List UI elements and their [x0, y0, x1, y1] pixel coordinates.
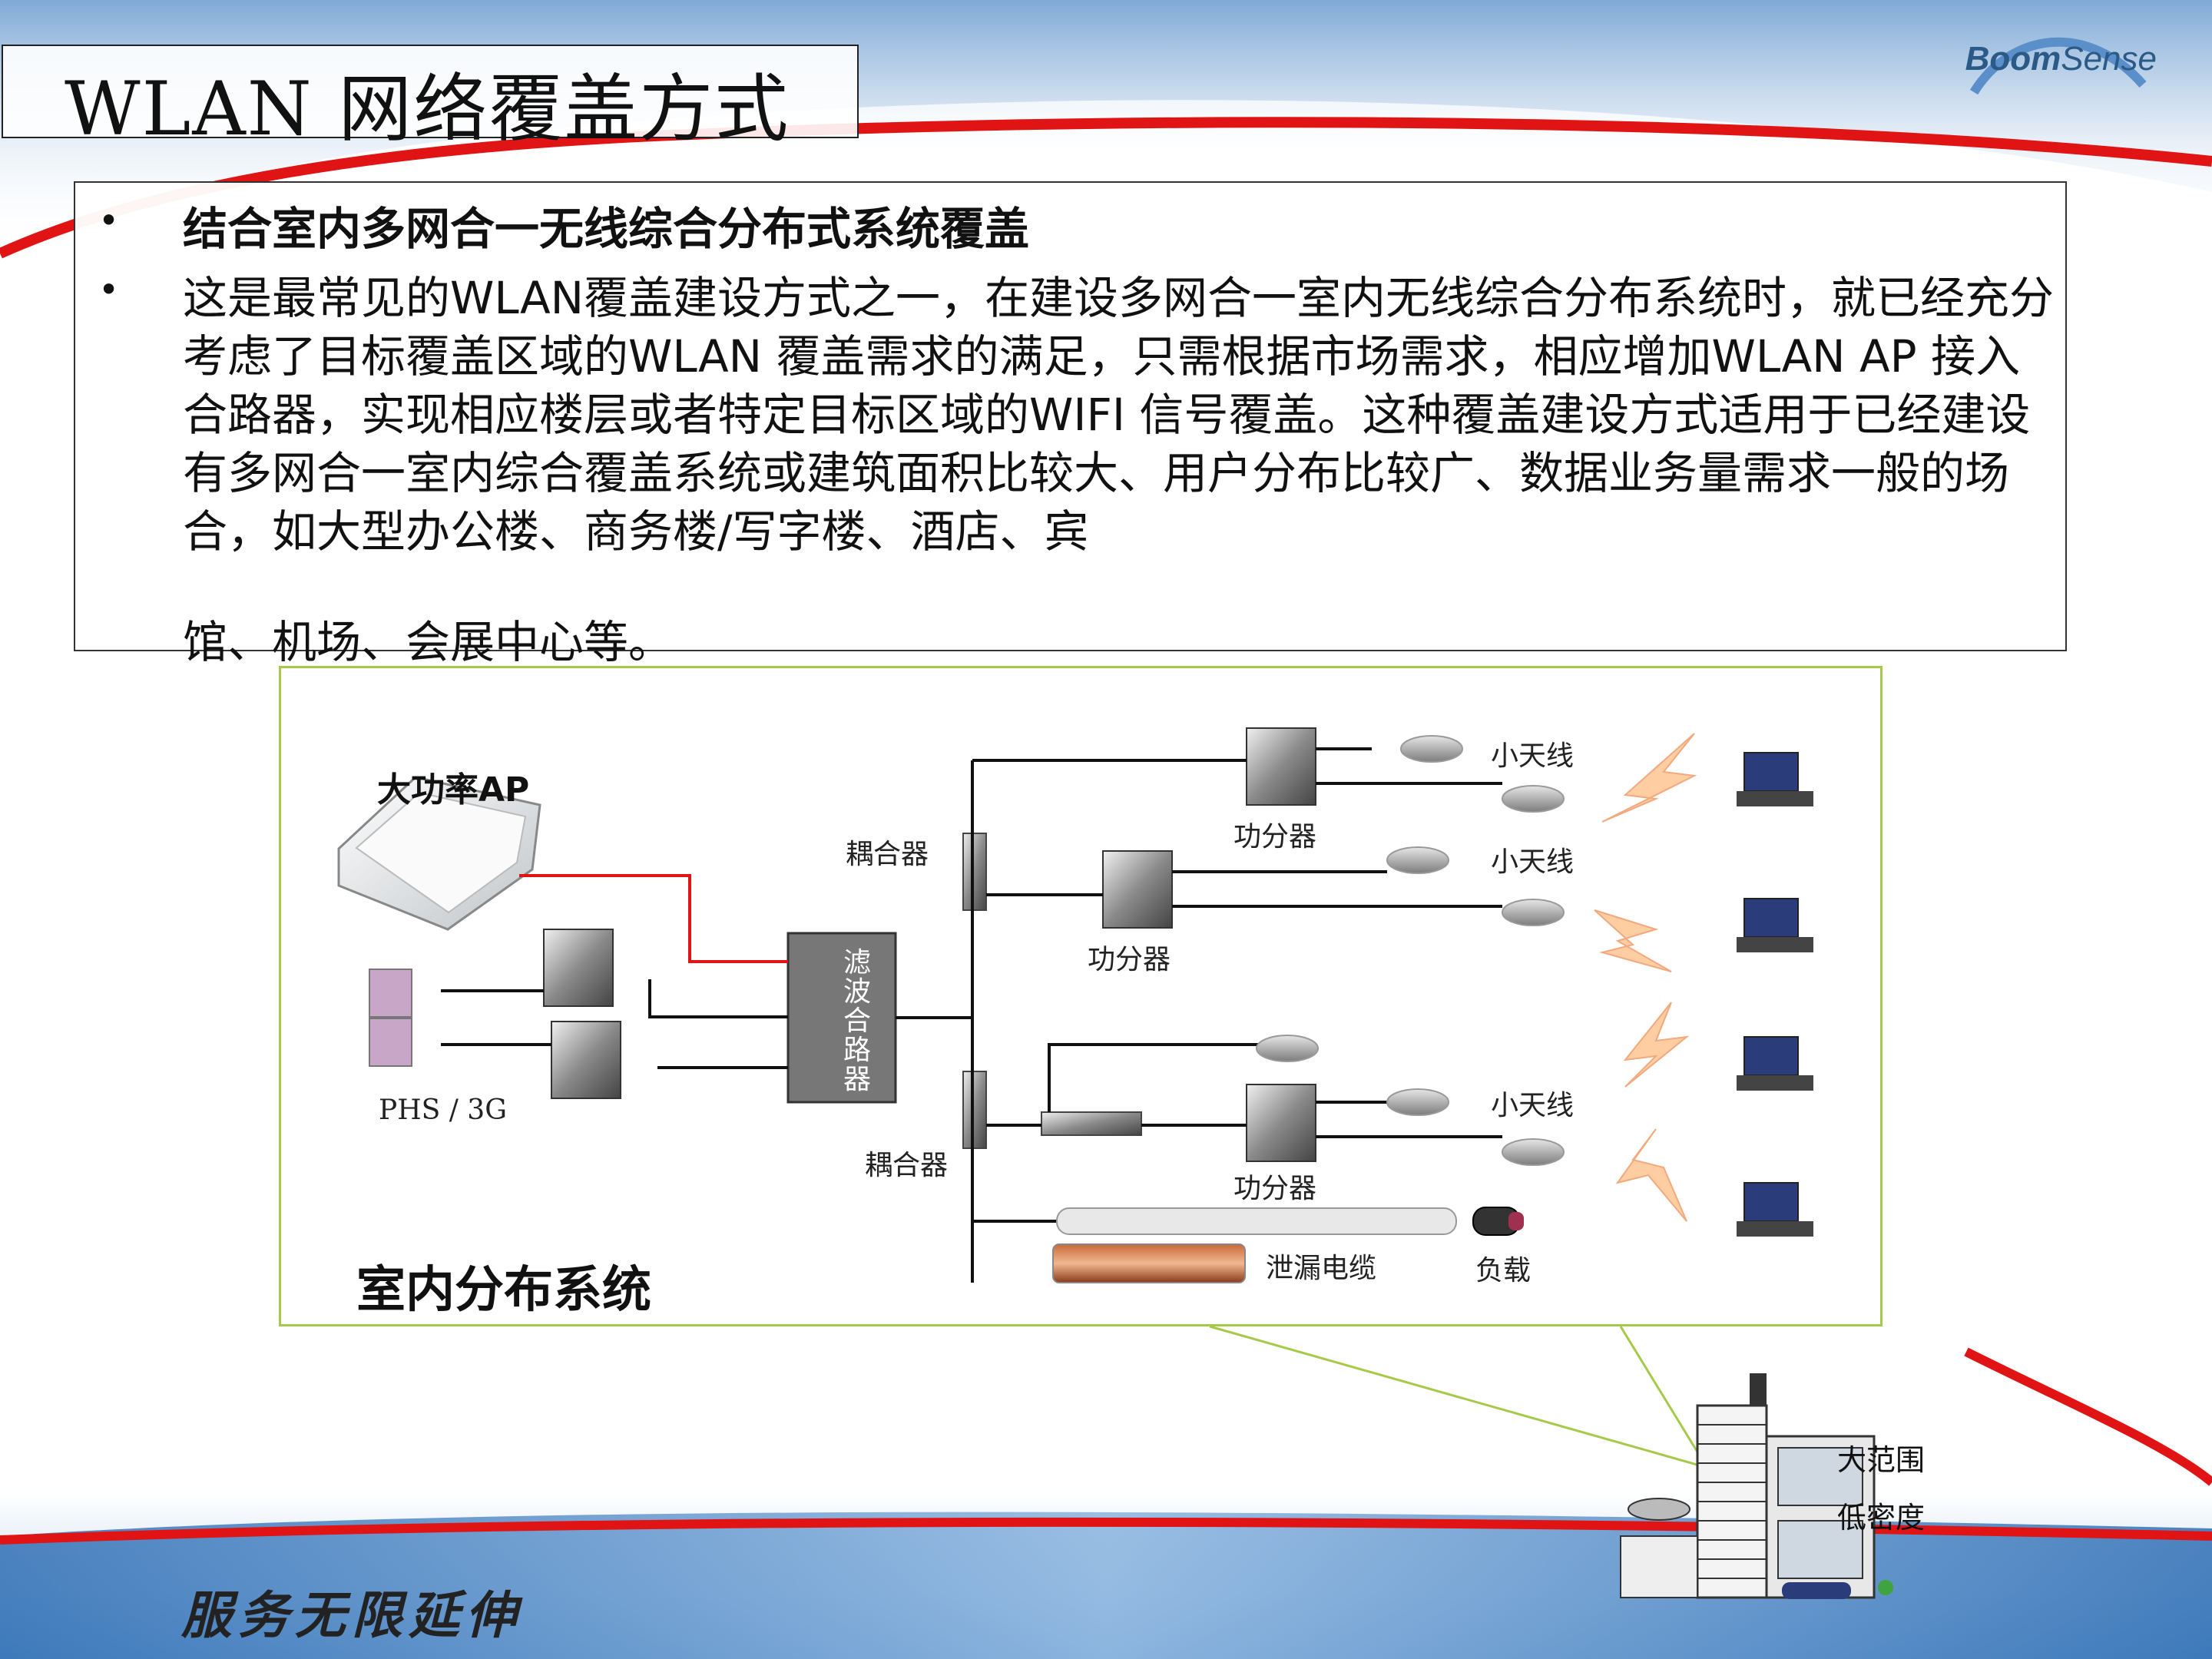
phs-unit-icon	[369, 969, 412, 1067]
phs-splitter-icon	[543, 929, 621, 1099]
coupler-icon	[962, 833, 987, 1149]
antenna-label-2: 小天线	[1491, 846, 1575, 878]
title-box: WLAN 网络覆盖方式	[2, 45, 859, 152]
system-label: 室内分布系统	[356, 1261, 651, 1319]
load-label: 负载	[1475, 1255, 1532, 1286]
ap-device-icon	[337, 776, 541, 931]
cable-cross-section-icon	[1052, 1243, 1246, 1283]
coverage-range-label: 大范围	[1837, 1443, 1926, 1477]
splitter-icon	[1102, 727, 1316, 1162]
splitter-label-2: 功分器	[1088, 944, 1171, 975]
logo-light-text: Sense	[2061, 40, 2157, 78]
footer-slogan: 服务无限延伸	[181, 1585, 522, 1645]
coupler-top-label: 耦合器	[846, 839, 929, 870]
diagram-panel: 大功率AP PHS / 3G 滤波合路器 耦合器 耦合器 功分器 功分器 功分器…	[279, 666, 1883, 1326]
bullet-marker: •	[98, 269, 120, 310]
bullet-body: 这是最常见的WLAN覆盖建设方式之一，在建设多网合一室内无线综合分布系统时，就已…	[183, 272, 2055, 558]
logo-bold-text: Boom	[1965, 40, 2061, 78]
coverage-density-label: 低密度	[1837, 1501, 1926, 1535]
splitter-label-1: 功分器	[1233, 821, 1317, 853]
bullet-marker: •	[98, 200, 120, 241]
ap-link-line	[519, 874, 788, 963]
combiner-icon	[786, 932, 897, 1104]
bullet-body-tail: 馆、机场、会展中心等。	[183, 616, 674, 668]
cable-lines	[441, 747, 1502, 1283]
combiner-label: 滤波合路器	[843, 947, 872, 1095]
leaky-cable-label: 泄漏电缆	[1266, 1253, 1377, 1284]
laptop-icon	[1737, 752, 1813, 1237]
bullet-item: • 结合室内多网合一无线综合分布式系统覆盖	[98, 200, 2057, 258]
signal-bolt-icon	[1594, 733, 1697, 1222]
brand-logo: BoomSense	[1965, 40, 2157, 78]
coupler-bottom-label: 耦合器	[865, 1150, 949, 1181]
leaky-cable-icon	[1056, 1207, 1457, 1235]
load-cap-icon	[1508, 1212, 1524, 1230]
antenna-icon	[1256, 735, 1565, 1166]
bullet-item: • 这是最常见的WLAN覆盖建设方式之一，在建设多网合一室内无线综合分布系统时，…	[98, 269, 2057, 561]
building-icon	[1620, 1373, 1893, 1599]
diagram-drawing	[337, 727, 1813, 1283]
antenna-label-3: 小天线	[1491, 1090, 1575, 1121]
attenuator-icon	[1041, 1111, 1142, 1136]
antenna-label-1: 小天线	[1491, 740, 1575, 772]
bullet-heading: 结合室内多网合一无线综合分布式系统覆盖	[183, 203, 1030, 255]
phs-label: PHS / 3G	[379, 1094, 507, 1126]
splitter-label-3: 功分器	[1233, 1173, 1317, 1204]
text-panel: • 结合室内多网合一无线综合分布式系统覆盖 • 这是最常见的WLAN覆盖建设方式…	[74, 181, 2067, 668]
page-title: WLAN 网络覆盖方式	[65, 66, 790, 152]
ap-label: 大功率AP	[377, 770, 530, 810]
